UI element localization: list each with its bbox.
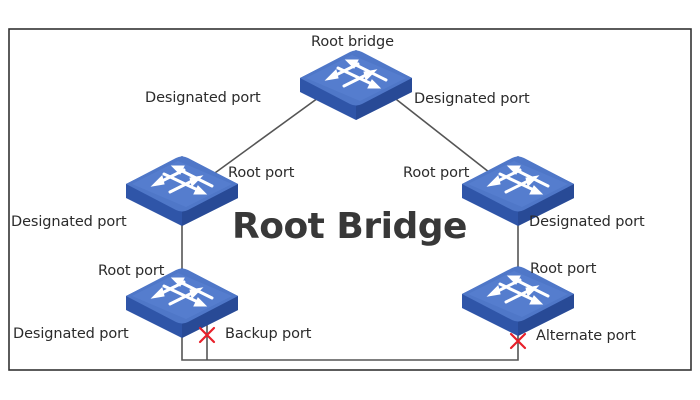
label-left-mid-designated-port: Designated port [11,214,127,230]
label-right-mid-root-port: Root port [403,165,470,181]
label-root-left-designated-port: Designated port [145,90,261,106]
link-root-right-mid [391,95,495,177]
label-right-bottom-root-port: Root port [530,261,597,277]
label-left-bottom-root-port: Root port [98,263,165,279]
switch-icon-left-mid [124,154,240,228]
label-right-mid-designated-port: Designated port [529,214,645,230]
x-mark-icon-backup [198,326,216,344]
link-root-left-mid [207,97,319,179]
diagram-title: Root Bridge [232,206,467,247]
label-root-bridge: Root bridge [311,34,394,50]
label-left-bottom-designated-port: Designated port [13,326,129,342]
x-mark-icon-alternate [509,332,527,350]
diagram-frame [8,28,692,371]
label-left-mid-root-port: Root port [228,165,295,181]
label-alternate-port: Alternate port [536,328,636,344]
switch-icon-root-bridge [298,48,414,122]
label-backup-port: Backup port [225,326,312,342]
label-root-right-designated-port: Designated port [414,91,530,107]
